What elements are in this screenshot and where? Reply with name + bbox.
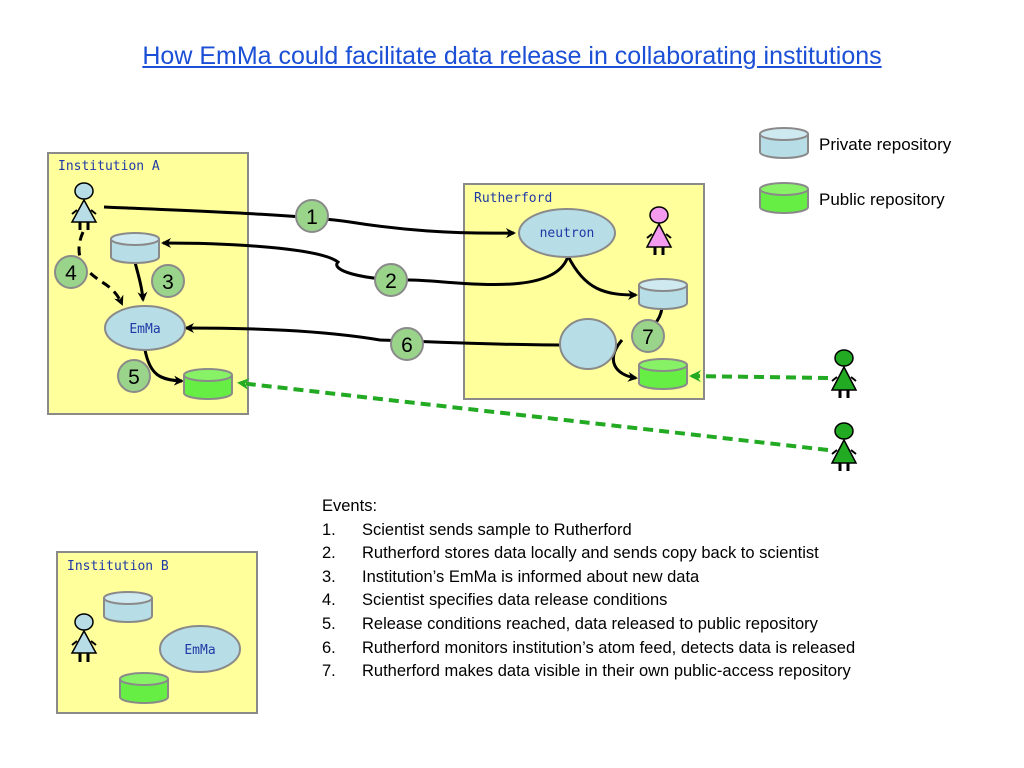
page-title[interactable]: How EmMa could facilitate data release i… (142, 42, 882, 70)
public-repo-a-icon (183, 368, 233, 400)
scientist-a-icon (70, 182, 98, 230)
event-text: Rutherford monitors institution’s atom f… (362, 638, 856, 657)
event-item: 5. Release conditions reached, data relea… (322, 613, 855, 637)
step-marker-5-label: 5 (128, 366, 140, 389)
institution-a-label: Institution A (58, 159, 160, 174)
public-repo-rutherford-icon (638, 358, 688, 390)
private-repo-a-icon (110, 232, 160, 264)
emma-b-ellipse (159, 625, 241, 673)
scientist-b-icon (70, 613, 98, 662)
event-number: 6. (322, 638, 336, 657)
step-marker-4-label: 4 (65, 262, 77, 285)
step-marker-4: 4 (54, 255, 88, 289)
emma-a-label: EmMa (129, 322, 160, 337)
arrow-1-sample-to-rutherford (103, 205, 516, 239)
event-number: 5. (322, 614, 336, 633)
step-marker-1-label: 1 (306, 206, 318, 229)
legend-private-label: Private repository (819, 135, 952, 154)
legend-public-repo-icon (759, 182, 809, 214)
private-repo-rutherford-icon (638, 278, 688, 310)
event-text: Rutherford makes data visible in their o… (362, 662, 851, 681)
public-repo-b-icon (119, 672, 169, 704)
emma-a-ellipse (104, 305, 186, 351)
event-number: 2. (322, 544, 336, 563)
events-list: Events: 1. Scientist sends sample to Ruth… (322, 495, 855, 684)
legend-private-repo-icon (759, 127, 809, 159)
step-marker-6: 6 (390, 327, 424, 361)
arrow-3-emma-informed (133, 261, 148, 302)
neutron-ellipse (518, 208, 616, 258)
event-number: 4. (322, 591, 336, 610)
arrow-public-user-to-rutherford-public (689, 370, 829, 383)
arrow-7-make-visible (611, 339, 638, 382)
rutherford-label: Rutherford (474, 191, 553, 206)
private-repo-b-icon (103, 591, 153, 623)
arrow-public-user-to-institution-public (237, 378, 829, 452)
step-marker-1: 1 (295, 199, 329, 233)
rutherford-monitor-circle (559, 318, 617, 370)
event-item: 6. Rutherford monitors institution’s atom… (322, 637, 855, 661)
event-text: Scientist specifies data release conditi… (362, 591, 668, 610)
event-item: 3. Institution’s EmMa is informed about n… (322, 566, 855, 590)
legend-public-label: Public repository (819, 190, 945, 209)
event-item: 2. Rutherford stores data locally and sen… (322, 542, 855, 566)
event-text: Institution’s EmMa is informed about new… (362, 567, 700, 586)
step-marker-6-label: 6 (401, 334, 413, 357)
step-marker-3-label: 3 (162, 271, 174, 294)
event-item: 1. Scientist sends sample to Rutherford (322, 519, 855, 543)
step-marker-5: 5 (117, 359, 151, 393)
event-text: Release conditions reached, data release… (362, 614, 818, 633)
step-marker-3: 3 (151, 264, 185, 298)
event-number: 7. (322, 662, 336, 681)
arrow-neutron-to-private-repo (566, 255, 638, 300)
rutherford-scientist-icon (645, 206, 673, 255)
institution-b-label: Institution B (67, 559, 169, 574)
arrow-6-monitor-feed (184, 323, 561, 347)
arrow-2-data-back-to-scientist (161, 238, 570, 286)
arrow-4-release-conditions (77, 231, 124, 306)
arrow-5-data-released (143, 349, 184, 386)
step-marker-2-label: 2 (385, 270, 397, 293)
events-heading: Events: (322, 497, 378, 515)
step-marker-2: 2 (374, 263, 408, 297)
event-item: 7. Rutherford makes data visible in their… (322, 660, 855, 684)
event-item: 4. Scientist specifies data release condi… (322, 589, 855, 613)
step-marker-7-label: 7 (642, 326, 654, 349)
event-text: Scientist sends sample to Rutherford (362, 520, 632, 539)
event-text: Rutherford stores data locally and sends… (362, 544, 819, 563)
event-number: 3. (322, 567, 336, 586)
step-marker-7: 7 (631, 319, 665, 353)
public-user-top-icon (830, 349, 858, 398)
emma-b-label: EmMa (184, 643, 215, 658)
neutron-label: neutron (540, 226, 595, 241)
event-number: 1. (322, 520, 336, 539)
public-user-bottom-icon (830, 422, 858, 471)
